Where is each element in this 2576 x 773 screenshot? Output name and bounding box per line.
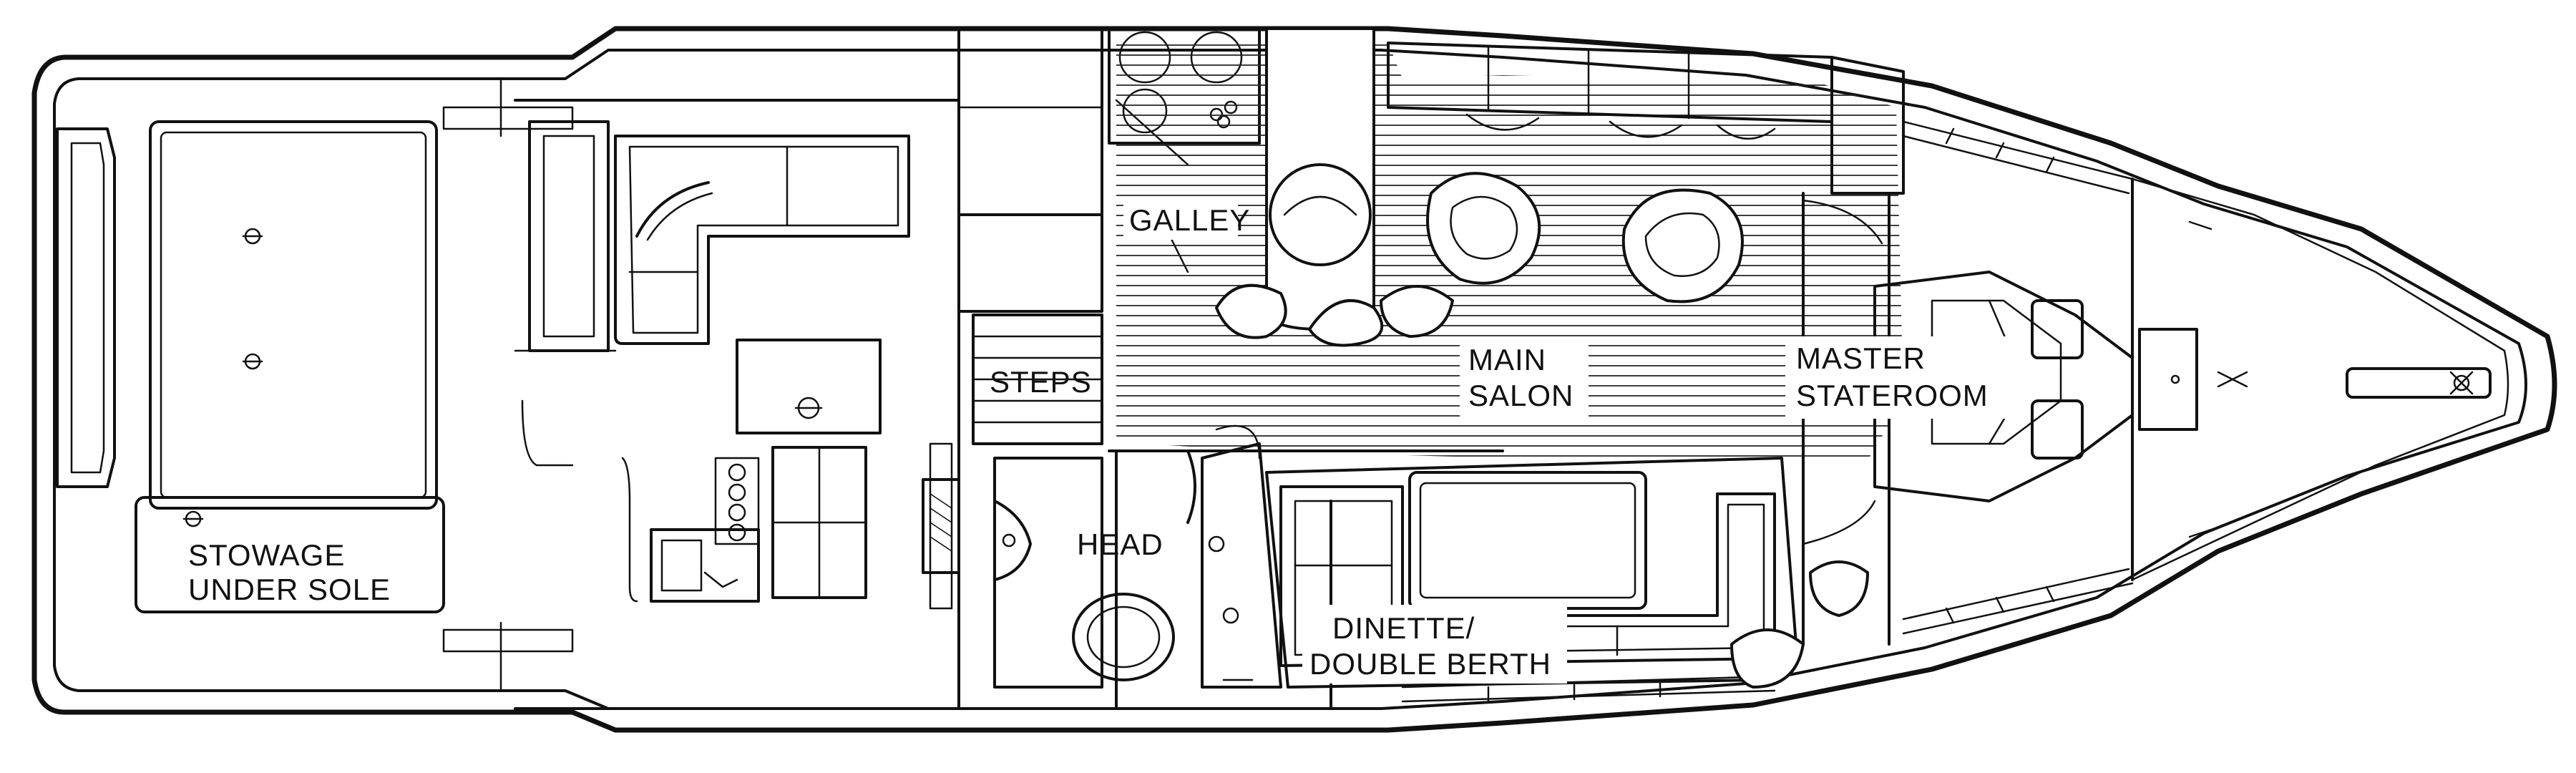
head-label: HEAD — [1077, 528, 1163, 561]
dinette-label-line2: DOUBLE BERTH — [1309, 647, 1551, 681]
stowage-label-line2: UNDER SOLE — [188, 573, 391, 606]
steps-label: STEPS — [990, 365, 1092, 399]
hull-outline — [31, 26, 2557, 733]
dinette-label: DINETTE/ — [1332, 611, 1475, 645]
forepeak — [2131, 178, 2492, 581]
stowage-label: STOWAGE — [188, 538, 345, 572]
room-labels: STOWAGE UNDER SOLE STEPS GALLEY HEAD MAI… — [188, 200, 2014, 684]
main-salon-label-line2: SALON — [1468, 379, 1574, 412]
main-salon-label: MAIN — [1468, 343, 1546, 376]
helm-area — [514, 99, 960, 710]
cockpit — [56, 77, 638, 692]
master-stateroom-label-line2: STATEROOM — [1796, 379, 1989, 412]
galley-label: GALLEY — [1129, 203, 1250, 237]
master-stateroom-label: MASTER — [1796, 341, 1926, 375]
